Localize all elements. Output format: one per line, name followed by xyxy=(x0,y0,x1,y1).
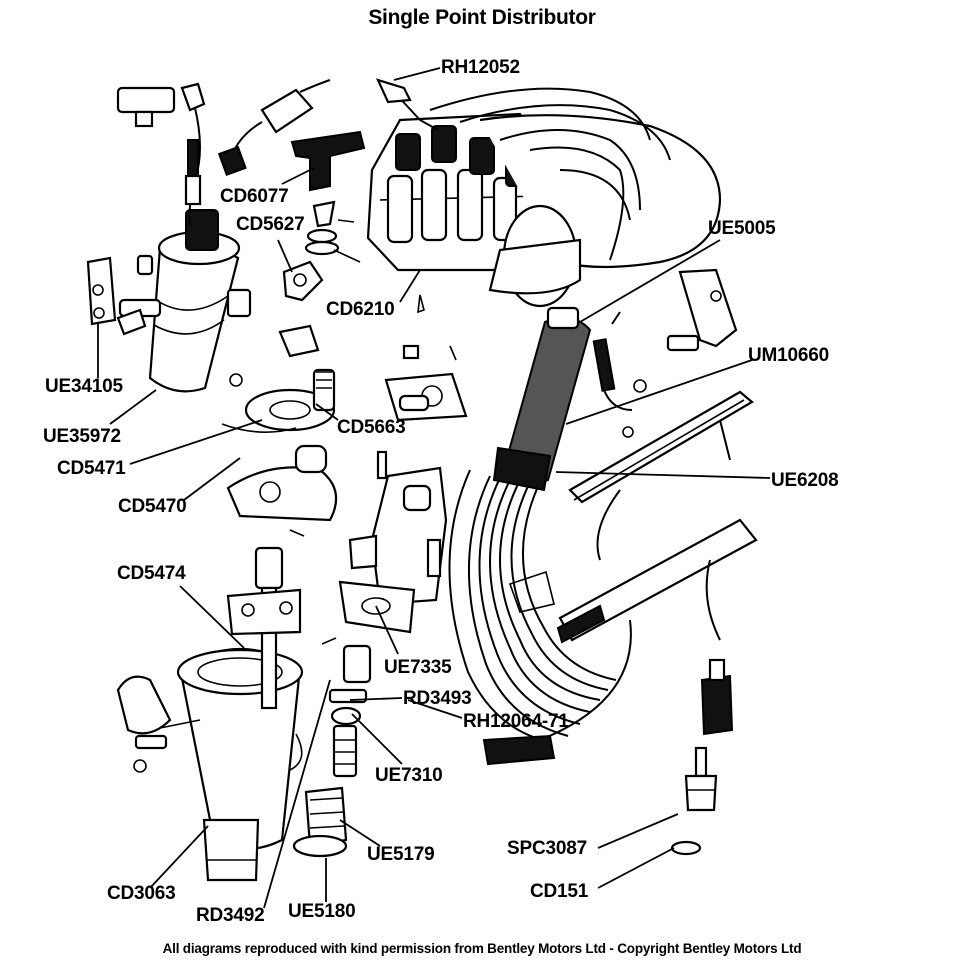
label-cd5627: CD5627 xyxy=(236,214,305,235)
label-cd5470: CD5470 xyxy=(118,496,187,517)
label-ue6208: UE6208 xyxy=(771,470,839,491)
label-cd5471: CD5471 xyxy=(57,458,126,479)
contact-set xyxy=(226,444,338,537)
breaker-plate xyxy=(221,324,336,433)
label-spc3087: SPC3087 xyxy=(507,838,587,859)
label-cd6077: CD6077 xyxy=(220,186,289,207)
coil-bracket xyxy=(86,254,154,336)
ignition-coil xyxy=(118,209,252,393)
lead-sleeve xyxy=(492,306,592,492)
leader-lines xyxy=(97,67,771,909)
label-ue7335: UE7335 xyxy=(384,657,452,678)
label-ue35972: UE35972 xyxy=(43,426,121,447)
ht-leads-conduit xyxy=(429,87,722,743)
label-ue5005: UE5005 xyxy=(708,218,776,239)
label-rd3492: RD3492 xyxy=(196,905,265,926)
label-ue34105: UE34105 xyxy=(45,376,123,397)
shaft-assembly xyxy=(226,546,337,710)
copyright-footer: All diagrams reproduced with kind permis… xyxy=(162,941,802,956)
label-ue5180: UE5180 xyxy=(288,901,356,922)
rotor-arm xyxy=(290,130,366,192)
carbon-brush-parts xyxy=(304,200,361,263)
label-rh12052: RH12052 xyxy=(441,57,520,78)
label-cd5663: CD5663 xyxy=(337,417,406,438)
vacuum-bracket xyxy=(384,344,468,422)
label-cd5474: CD5474 xyxy=(117,563,186,584)
spark-plug xyxy=(670,746,718,856)
label-rh12064-71: RH12064-71 xyxy=(463,711,569,732)
plug-caps xyxy=(482,658,734,766)
label-ue7310: UE7310 xyxy=(375,765,443,786)
drive-housing xyxy=(338,450,448,634)
label-rd3493: RD3493 xyxy=(403,688,472,709)
diagram-title: Single Point Distributor xyxy=(368,6,596,29)
label-um10660: UM10660 xyxy=(748,345,829,366)
contact-cam xyxy=(282,260,324,302)
label-cd151: CD151 xyxy=(530,881,589,902)
ballast-resistor xyxy=(116,82,206,226)
coil-ht-lead xyxy=(184,79,331,206)
drive-coupling xyxy=(292,644,372,858)
label-cd3063: CD3063 xyxy=(107,883,176,904)
earth-lead xyxy=(592,268,738,438)
label-ue5179: UE5179 xyxy=(367,844,435,865)
label-cd6210: CD6210 xyxy=(326,299,395,320)
